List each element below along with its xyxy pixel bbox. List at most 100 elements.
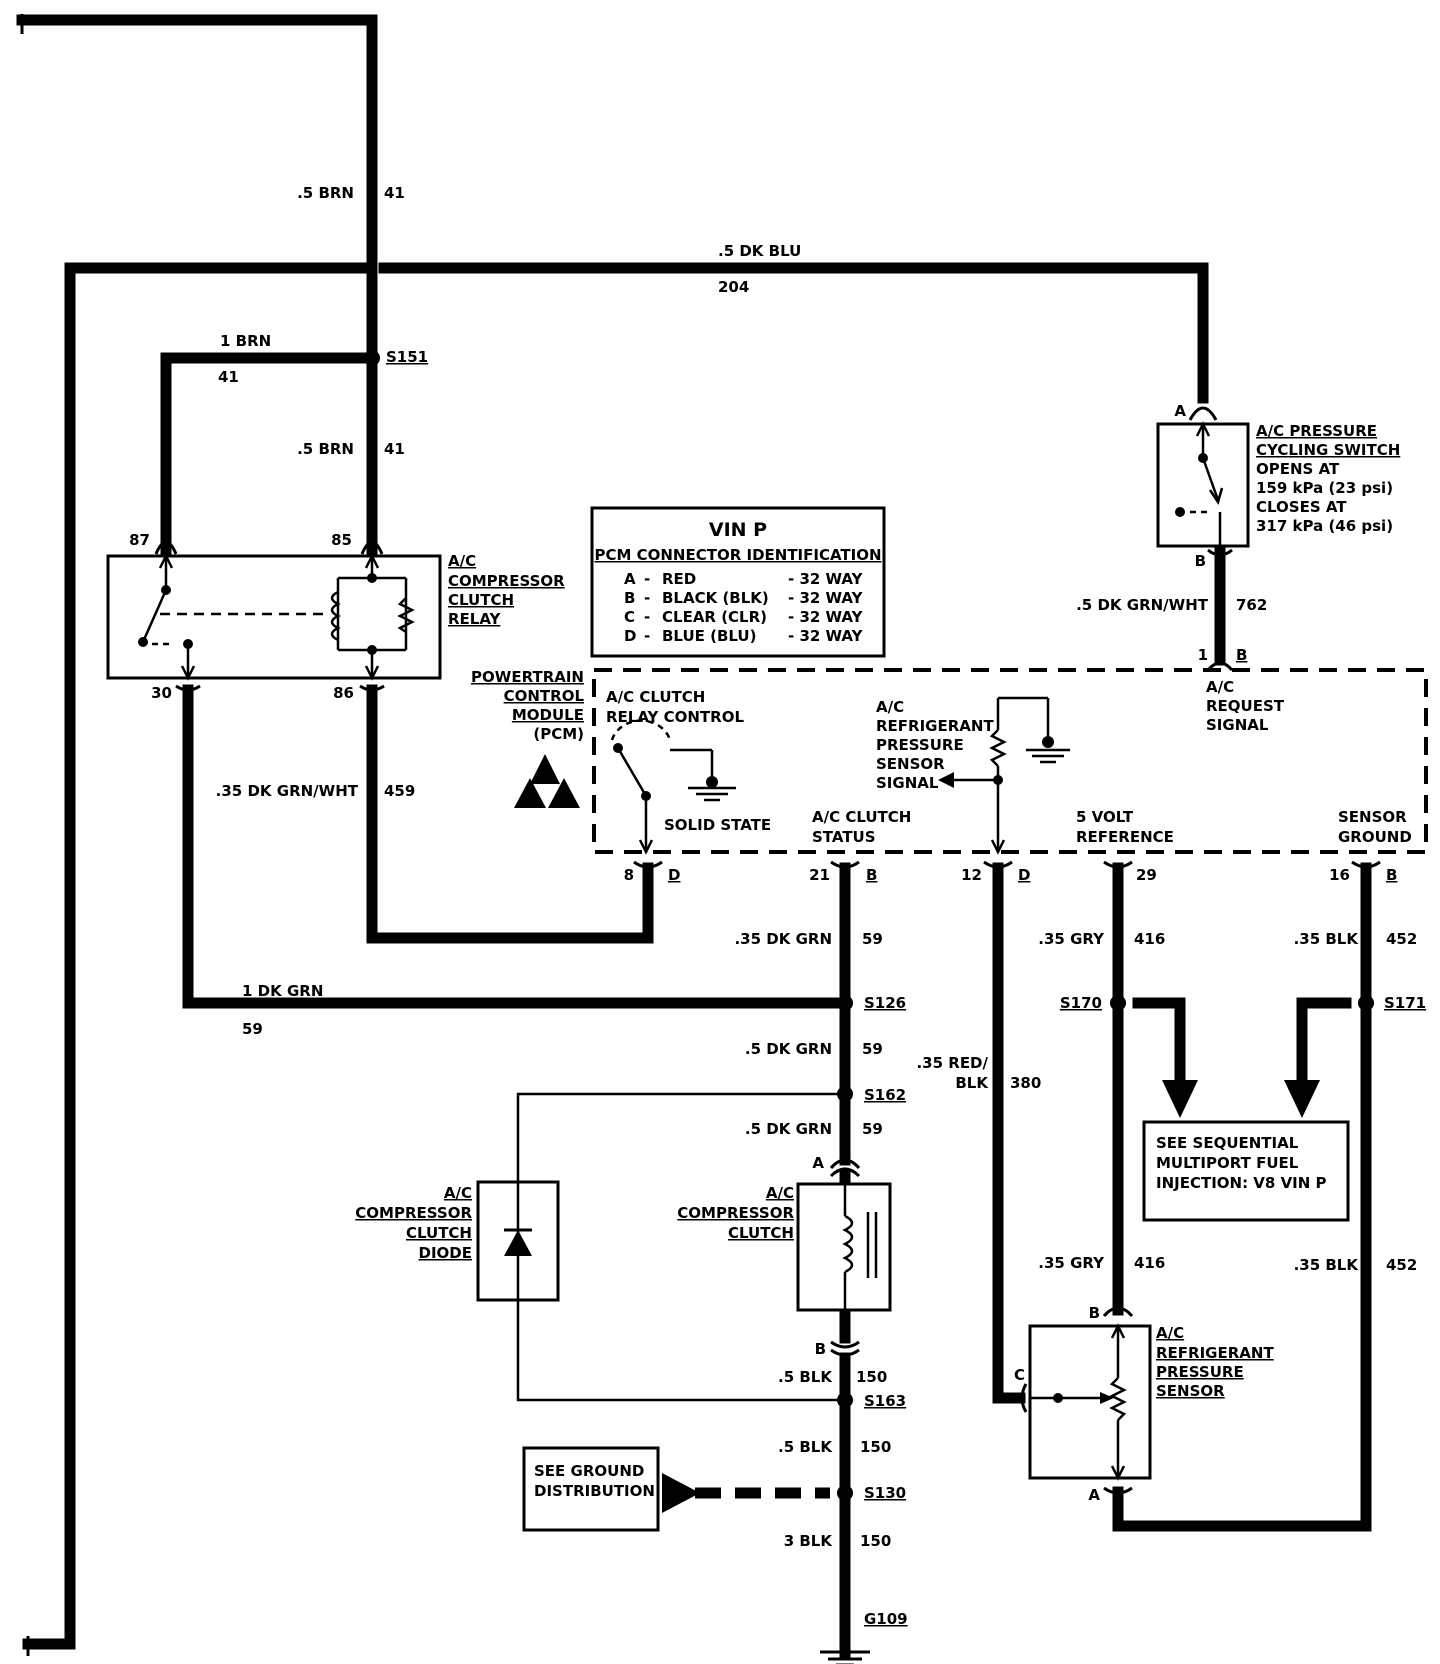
wire-s170-branch: [1132, 997, 1186, 1088]
splice-label: S162: [864, 1086, 906, 1104]
wire-circuit: 150: [860, 1438, 891, 1456]
svg-text:A/C: A/C: [444, 1184, 472, 1202]
svg-text:B: B: [1386, 866, 1397, 884]
svg-text:SENSOR: SENSOR: [876, 755, 945, 773]
vin-row: A - RED - 32 WAY: [624, 570, 864, 588]
diode-branch: [516, 1092, 845, 1402]
connectors: [154, 406, 1381, 1495]
wire-dk-blu-left: [64, 262, 368, 1650]
svg-text:B: B: [624, 589, 635, 607]
svg-text:B: B: [1089, 1304, 1100, 1322]
wire-gauge: .5 DK GRN: [745, 1040, 832, 1058]
svg-text:COMPRESSOR: COMPRESSOR: [355, 1204, 472, 1222]
wire-gauge: BLK: [955, 1074, 989, 1092]
svg-text:CYCLING SWITCH: CYCLING SWITCH: [1256, 441, 1400, 459]
connector-pcm-request: [1206, 661, 1234, 672]
svg-text:16: 16: [1329, 866, 1350, 884]
wire-gauge: .35 DK GRN: [734, 930, 832, 948]
splices: [364, 350, 1374, 1501]
wire-gauge: 1 BRN: [220, 332, 271, 350]
wire-circuit: 459: [384, 782, 415, 800]
splice-label: S171: [1384, 994, 1426, 1012]
svg-text:A: A: [624, 570, 636, 588]
svg-text:A/C: A/C: [766, 1184, 794, 1202]
ac-compressor-clutch-diode: [476, 1180, 560, 1302]
svg-text:12: 12: [961, 866, 982, 884]
wire-circuit: 41: [384, 184, 405, 202]
svg-text:COMPRESSOR: COMPRESSOR: [677, 1204, 794, 1222]
svg-text:DIODE: DIODE: [419, 1244, 472, 1262]
connector-sensor-c: [1020, 1383, 1028, 1413]
connector-sensor-a: [1103, 1486, 1133, 1495]
svg-text:A/C: A/C: [448, 552, 476, 570]
svg-text:SIGNAL: SIGNAL: [1206, 716, 1269, 734]
wire-gauge: .35 RED/: [916, 1054, 988, 1072]
svg-text:RED: RED: [662, 570, 696, 588]
wire-circuit: 762: [1236, 596, 1267, 614]
arrow-ground: [662, 1473, 700, 1513]
svg-text:CLUTCH: CLUTCH: [406, 1224, 472, 1242]
svg-text:-: -: [644, 627, 650, 645]
wire-gauge: .5 BRN: [297, 440, 354, 458]
svg-text:REFRIGERANT: REFRIGERANT: [1156, 1344, 1274, 1362]
pcm-module: [514, 668, 1428, 855]
ground-label: G109: [864, 1610, 908, 1628]
wire-gauge: .5 BLK: [778, 1438, 833, 1456]
vin-row: B - BLACK (BLK) - 32 WAY: [624, 589, 864, 607]
wire-dk-blu-204: [378, 262, 1209, 404]
svg-text:85: 85: [331, 531, 352, 549]
svg-text:B: B: [1195, 552, 1206, 570]
svg-text:A/C PRESSURE: A/C PRESSURE: [1256, 422, 1377, 440]
wire-circuit: 59: [862, 930, 883, 948]
wire-circuit: 41: [218, 368, 239, 386]
svg-text:REFERENCE: REFERENCE: [1076, 828, 1174, 846]
svg-text:A/C: A/C: [1206, 678, 1234, 696]
svg-text:A: A: [812, 1154, 824, 1172]
vin-title: VIN P: [709, 519, 767, 541]
svg-text:PRESSURE: PRESSURE: [1156, 1363, 1244, 1381]
see-sequential-box: SEE SEQUENTIAL MULTIPORT FUEL INJECTION:…: [1142, 1120, 1350, 1222]
svg-text:1: 1: [1198, 646, 1208, 664]
splice-s126-dot: [837, 995, 853, 1011]
svg-text:86: 86: [333, 684, 354, 702]
svg-text:A/C: A/C: [1156, 1324, 1184, 1342]
svg-text:- 32 WAY: - 32 WAY: [788, 627, 864, 645]
svg-text:-: -: [644, 608, 650, 626]
svg-text:B: B: [866, 866, 877, 884]
svg-text:PRESSURE: PRESSURE: [876, 736, 964, 754]
wire-circuit: 416: [1134, 930, 1165, 948]
splice-s163-dot: [837, 1392, 853, 1408]
vin-row: D - BLUE (BLU) - 32 WAY: [624, 627, 864, 645]
connector-pcm-b21: [830, 860, 860, 869]
svg-text:D: D: [668, 866, 680, 884]
wire-gauge: .35 BLK: [1294, 930, 1360, 948]
labels: .5 BRN 41 .5 DK BLU 204 1 BRN 41 S151 .5…: [129, 184, 1426, 1628]
wire-circuit: 41: [384, 440, 405, 458]
arrow-down-s170: [1162, 1080, 1198, 1118]
vin-subtitle: PCM CONNECTOR IDENTIFICATION: [594, 546, 881, 564]
svg-text:21: 21: [809, 866, 830, 884]
wire-gauge: .5 BRN: [297, 184, 354, 202]
splice-label: S126: [864, 994, 906, 1012]
wire-circuit: 416: [1134, 1254, 1165, 1272]
wire-gauge: .35 BLK: [1294, 1256, 1360, 1274]
svg-text:SEE GROUND: SEE GROUND: [534, 1462, 644, 1480]
connector-sensor-b: [1102, 1306, 1134, 1318]
arrow-down-s171: [1284, 1080, 1320, 1118]
svg-text:SENSOR: SENSOR: [1338, 808, 1407, 826]
wire-brn-41-top: [16, 14, 378, 556]
svg-text:A/C CLUTCH: A/C CLUTCH: [606, 688, 705, 706]
splice-label: S163: [864, 1392, 906, 1410]
svg-text:SEE SEQUENTIAL: SEE SEQUENTIAL: [1156, 1134, 1299, 1152]
svg-text:D: D: [1018, 866, 1030, 884]
connector-clutch-b: [830, 1340, 860, 1349]
wire-circuit: 59: [862, 1120, 883, 1138]
svg-text:CLUTCH: CLUTCH: [448, 591, 514, 609]
svg-text:REFRIGERANT: REFRIGERANT: [876, 717, 994, 735]
svg-text:8: 8: [624, 866, 634, 884]
see-ground-box: SEE GROUND DISTRIBUTION: [522, 1446, 660, 1532]
esd-warning-icon: [514, 754, 580, 808]
svg-text:REQUEST: REQUEST: [1206, 697, 1285, 715]
svg-text:CLEAR (CLR): CLEAR (CLR): [662, 608, 767, 626]
